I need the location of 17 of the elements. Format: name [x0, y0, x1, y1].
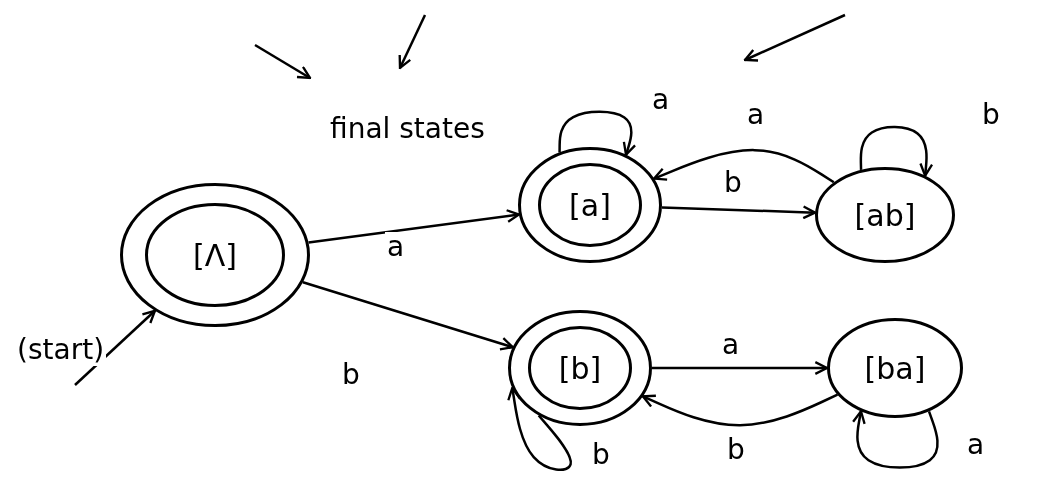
arrow [661, 205, 817, 220]
arrow [302, 281, 514, 351]
arrow [641, 393, 839, 427]
state-label: [ab] [854, 197, 916, 233]
state-label: [ba] [864, 350, 926, 386]
note-text: final states [330, 112, 485, 145]
arrow [308, 209, 521, 244]
state-label: [Λ] [193, 237, 237, 273]
state-label: [a] [569, 187, 611, 223]
arrow [74, 309, 157, 386]
self-loop-arrow [851, 410, 939, 469]
arrow [652, 361, 829, 375]
self-loop-arrow [859, 125, 934, 177]
self-loop-arrow [558, 110, 637, 156]
self-loop-arrow [507, 386, 572, 472]
arrow [652, 148, 835, 184]
state-label: [b] [558, 350, 602, 386]
